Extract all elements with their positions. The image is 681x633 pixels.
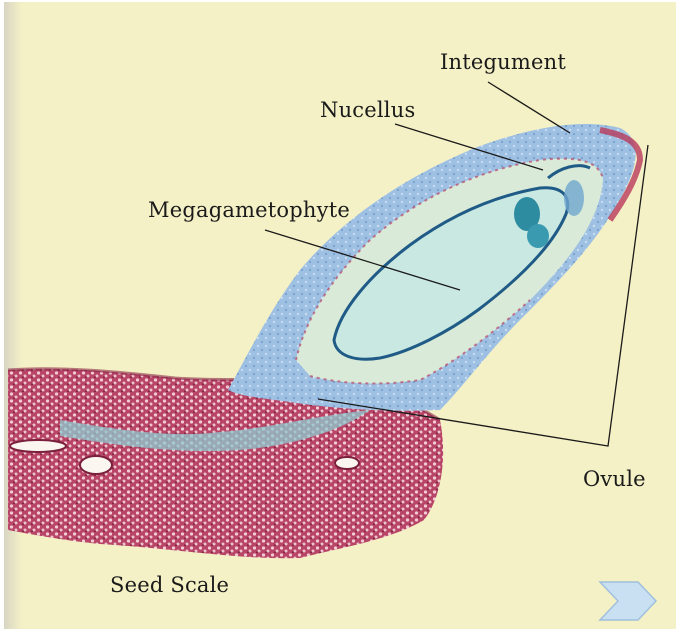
chevron-right-icon <box>598 578 660 624</box>
next-slide-button[interactable] <box>598 578 660 624</box>
label-ovule: Ovule <box>583 467 646 491</box>
integument-leader <box>488 82 570 133</box>
label-megagametophyte: Megagametophyte <box>148 198 350 222</box>
label-integument: Integument <box>440 50 566 74</box>
label-seed-scale: Seed Scale <box>110 573 229 597</box>
label-nucellus: Nucellus <box>320 98 415 122</box>
